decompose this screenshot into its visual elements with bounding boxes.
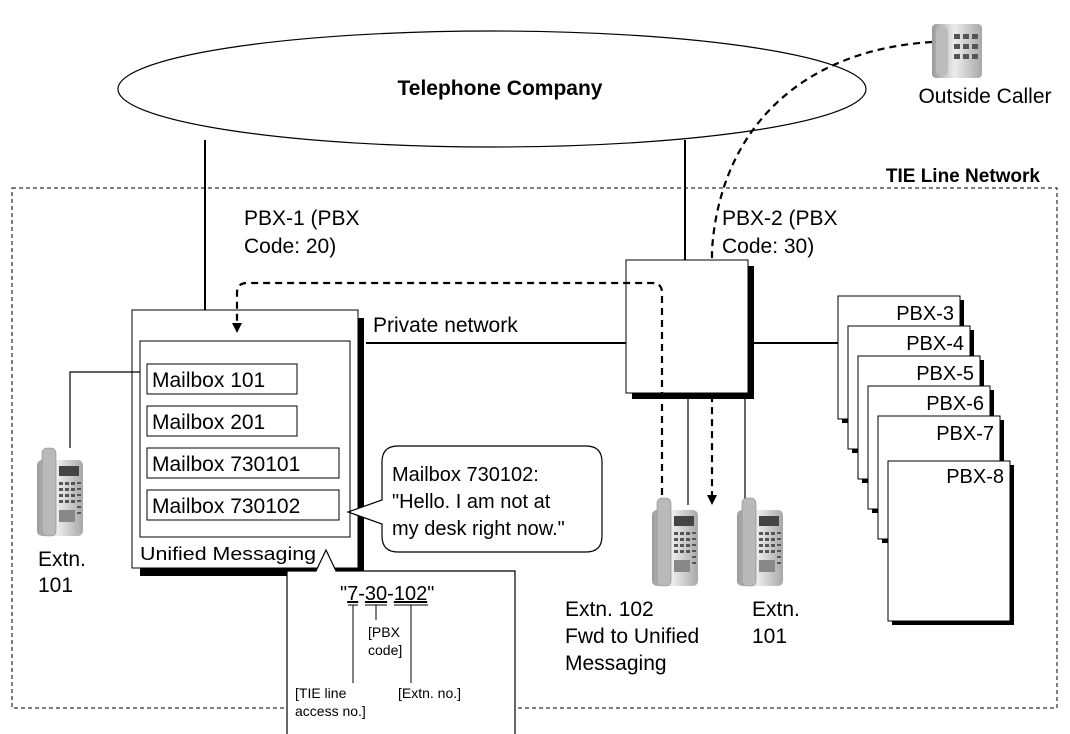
- telephone-company-cloud: [117, 30, 867, 148]
- dial-quote-close: ": [427, 583, 434, 605]
- callout-line1: Mailbox 730102:: [392, 464, 539, 486]
- extn101-right-label-line1: Extn.: [752, 598, 800, 621]
- pbx2-label-line1: PBX-2 (PBX: [722, 207, 838, 230]
- tie-access-note-line2: access no.]: [295, 703, 366, 719]
- dial-separator: -: [358, 583, 365, 605]
- dial-explanation-box: [286, 548, 516, 734]
- pbx-code-note-line2: code]: [368, 642, 402, 658]
- pbx-card-label: PBX-7: [936, 423, 994, 445]
- mailbox-list: Mailbox 101 Mailbox 201 Mailbox 730101 M…: [146, 363, 340, 521]
- telephone-company-label: Telephone Company: [398, 77, 603, 100]
- mailbox-label: Mailbox 730101: [152, 453, 300, 476]
- mailbox-label: Mailbox 201: [152, 411, 265, 434]
- mailbox-box: [146, 447, 340, 479]
- dial-number: "7-30-102": [340, 583, 434, 605]
- mailbox-label: Mailbox 101: [152, 369, 265, 392]
- pbx2-label-line2: Code: 30): [722, 235, 814, 258]
- extn-no-note: [Extn. no.]: [398, 685, 461, 701]
- extn101-left-line: [69, 371, 140, 448]
- extn101-right-label-line2: 101: [752, 625, 787, 648]
- outside-call-route: [707, 40, 933, 505]
- extn101-left-line2: 101: [38, 574, 73, 597]
- unified-messaging-label: Unified Messaging: [140, 544, 316, 564]
- extn102-label-line3: Messaging: [565, 652, 667, 675]
- pbx-card: PBX-8: [887, 460, 1014, 625]
- pbx1-label-line2: Code: 20): [244, 235, 336, 258]
- tie-access-note-line1: [TIE line: [295, 685, 347, 701]
- extn101-left-phone-icon: [36, 447, 84, 537]
- pbx2-box: [625, 259, 754, 399]
- dial-separator: -: [387, 583, 394, 605]
- mailbox-box: [146, 405, 298, 437]
- tie-network-boundary: [11, 187, 1058, 709]
- extn102-label-line2: Fwd to Unified: [565, 625, 699, 648]
- pbx-card-label: PBX-4: [906, 333, 964, 355]
- dial-tie-access-part: 7: [347, 583, 358, 605]
- mailbox-label: Mailbox 730102: [152, 495, 300, 518]
- greeting-callout-bubble: [346, 445, 603, 553]
- mailbox-box: [146, 489, 340, 521]
- extn102-label-line1: Extn. 102: [565, 598, 654, 621]
- extn101-left-line1: Extn.: [38, 548, 86, 571]
- pbx-code-note-line1: [PBX: [368, 624, 401, 640]
- pbx-card-label: PBX-8: [946, 466, 1004, 488]
- dial-extension-part: 102: [394, 583, 427, 605]
- pbx-card-label: PBX-3: [896, 303, 954, 325]
- private-network-label: Private network: [373, 314, 518, 337]
- pbx1-unified-messaging-box: [131, 309, 364, 576]
- pbx-card-label: PBX-6: [926, 393, 984, 415]
- outside-caller-label: Outside Caller: [918, 85, 1051, 108]
- forward-route: [232, 281, 664, 495]
- outside-caller-phone-icon: [932, 24, 982, 78]
- pbx-stack: PBX-3 PBX-4 PBX-5 PBX-6 PBX-7 PBX-8: [837, 295, 1014, 625]
- dial-pbx-code-part: 30: [365, 583, 387, 605]
- pbx-card-label: PBX-5: [916, 363, 974, 385]
- callout-line2: "Hello. I am not at: [392, 491, 551, 513]
- mailbox-box: [146, 363, 298, 395]
- extn102-phone-icon: [651, 497, 699, 587]
- tie-network-label: TIE Line Network: [886, 166, 1041, 187]
- callout-line3: my desk right now.": [392, 518, 565, 540]
- pbx1-label-line1: PBX-1 (PBX: [244, 207, 360, 230]
- dial-brackets: [348, 604, 428, 683]
- extn101-right-phone-icon: [736, 497, 784, 587]
- dial-quote-open: ": [340, 583, 347, 605]
